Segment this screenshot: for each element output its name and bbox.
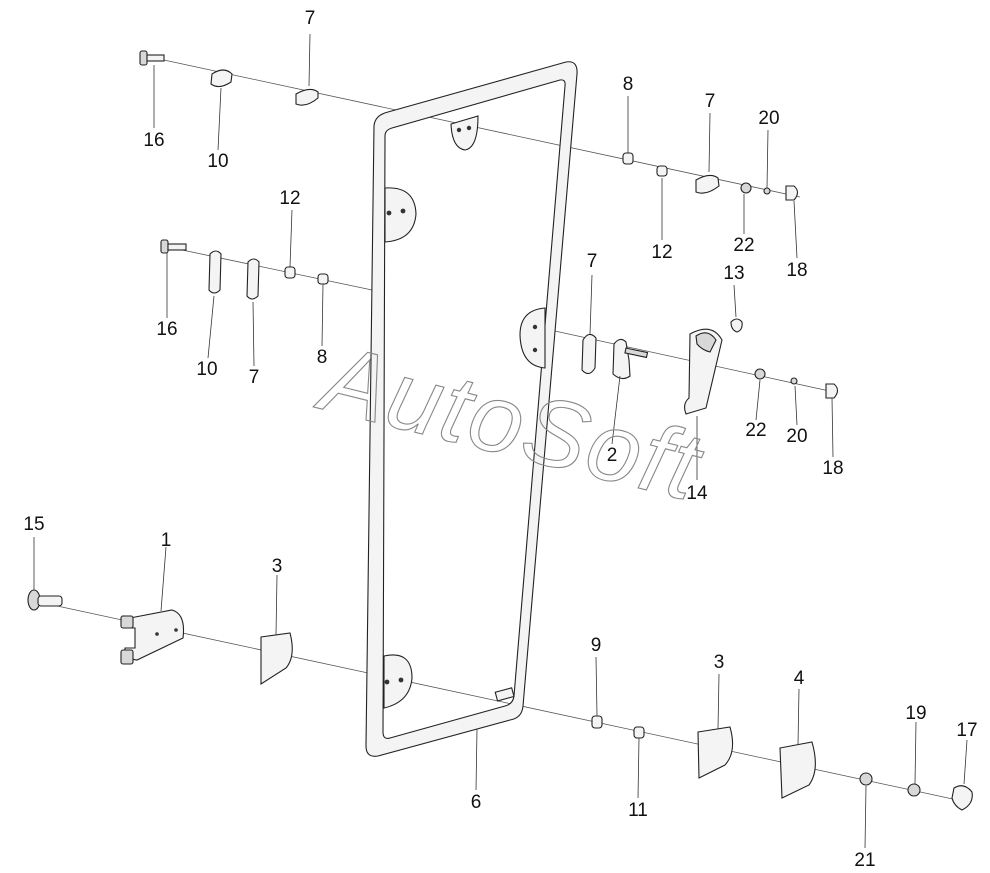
callout-20: 20 [786, 426, 807, 447]
callout-22: 22 [733, 235, 754, 256]
callout-10: 10 [196, 359, 217, 380]
left-middle-row [160, 239, 329, 300]
washer-part-20-latch [790, 377, 798, 385]
axis-upper-left [167, 246, 373, 291]
watermark: AutoSoft [307, 323, 713, 522]
watermark-text: AutoSoft [308, 323, 713, 521]
cap-nut-part-18-latch [825, 383, 839, 399]
callout-9: 9 [591, 635, 602, 656]
nut-part-19 [907, 783, 921, 797]
callout-3: 3 [272, 556, 283, 577]
callout-12: 12 [651, 242, 672, 263]
cap-nut-part-18-top [785, 185, 799, 201]
callout-3: 3 [714, 652, 725, 673]
frame-left-lower-tab [383, 654, 413, 709]
plate-part-7-right [695, 174, 720, 194]
bushing-part-9 [591, 715, 603, 729]
callout-22: 22 [745, 420, 766, 441]
callout-1: 1 [161, 530, 172, 551]
callout-18: 18 [786, 260, 807, 281]
plate-part-3-right [697, 726, 734, 779]
callout-21: 21 [854, 850, 875, 871]
callout-7: 7 [705, 91, 716, 112]
frame-left-upper-tab [384, 187, 417, 243]
plate-part-7-latch [581, 333, 597, 375]
callout-7: 7 [587, 251, 598, 272]
callout-13: 13 [723, 263, 744, 284]
latch-body-part-2 [612, 338, 631, 380]
nut-part-22-top [740, 182, 752, 194]
frame-right-latch-tab [519, 307, 546, 369]
handle-part-14 [683, 328, 723, 415]
latch-pin [624, 347, 649, 359]
frame-label-plate [494, 687, 515, 702]
latch-assembly [581, 318, 839, 415]
bushing-part-12-top [656, 165, 668, 177]
callout-20: 20 [758, 108, 779, 129]
bottom-hinge-row [27, 589, 973, 811]
bushing-part-12-middle [284, 266, 296, 279]
window-frame-part-6 [365, 61, 578, 757]
plate-part-3-left [260, 632, 293, 686]
callout-16: 16 [143, 130, 164, 151]
bushing-part-8-top [622, 152, 634, 165]
axis-latch [531, 325, 835, 393]
plate-part-7-middle [246, 258, 260, 300]
window-frame-body [365, 61, 578, 757]
callout-7: 7 [305, 8, 316, 29]
handle-grip [695, 332, 717, 353]
plate-part-10-top [210, 69, 233, 88]
washer-part-20-top [763, 187, 771, 195]
bolt-part-16-top [139, 50, 165, 66]
washer-part-21 [859, 772, 873, 786]
callout-15: 15 [23, 514, 44, 535]
callout-10: 10 [207, 151, 228, 172]
callout-18: 18 [822, 458, 843, 479]
cap-nut-part-17 [951, 785, 973, 811]
callout-6: 6 [471, 792, 482, 813]
nut-part-22-latch [754, 368, 766, 380]
bolt-part-15 [27, 589, 63, 611]
leader-lines [33, 33, 968, 849]
plate-part-4 [779, 741, 816, 799]
callout-11: 11 [628, 800, 648, 821]
hinge-part-1 [120, 609, 185, 665]
callout-2: 2 [607, 445, 618, 466]
upper-hinge-row [139, 50, 799, 201]
bushing-part-8-middle [317, 273, 329, 285]
plate-part-10-middle [208, 250, 222, 294]
callout-7: 7 [249, 367, 260, 388]
callout-8: 8 [317, 347, 328, 368]
callout-12: 12 [279, 188, 300, 209]
plate-part-7-top [295, 88, 319, 106]
callout-14: 14 [686, 483, 708, 504]
clip-part-13 [730, 318, 743, 333]
callout-16: 16 [156, 319, 177, 340]
callout-numbers: 7 16 10 8 7 20 12 12 22 18 7 13 16 8 10 … [23, 8, 977, 871]
frame-top-tab [450, 115, 479, 151]
callout-4: 4 [794, 668, 805, 689]
callout-17: 17 [956, 720, 977, 741]
bolt-part-16-middle [160, 239, 187, 254]
callout-8: 8 [623, 74, 634, 95]
bushing-part-11 [633, 726, 645, 739]
callout-19: 19 [905, 703, 926, 724]
